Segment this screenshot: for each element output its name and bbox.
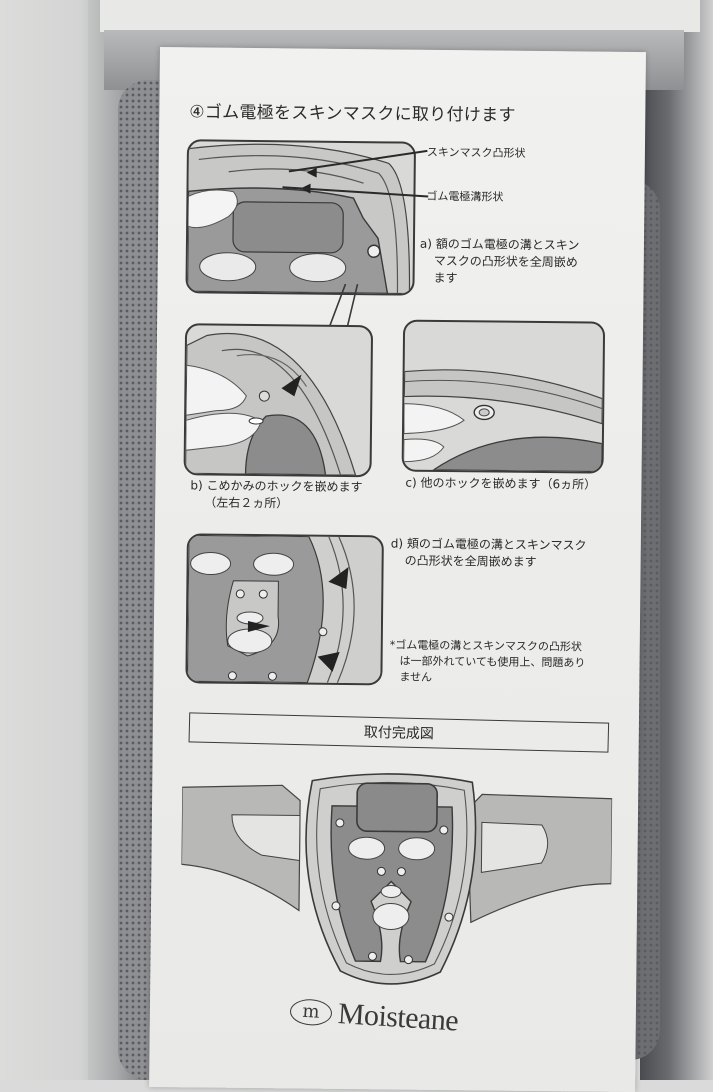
illustration-c-other-hooks	[401, 319, 606, 474]
temple-hook-illustration	[184, 332, 357, 476]
instruction-sheet: ④ゴム電極をスキンマスクに取り付けます スキンマスク凸形状 ゴム電極溝形状 a)…	[149, 47, 646, 1092]
step-title: ④ゴム電極をスキンマスクに取り付けます	[189, 102, 516, 126]
step-c-line1: c) 他のホックを嵌めます（6ヵ所）	[405, 475, 597, 492]
step-d-text: d) 頬のゴム電極の溝とスキンマスク の凸形状を全周嵌めます	[391, 535, 631, 572]
cheek-electrode-illustration	[186, 534, 382, 684]
illustration-a-forehead-electrode	[185, 139, 417, 296]
step-b-line1: b) こめかみのホックを嵌めます	[190, 478, 363, 495]
box-lid-flap	[100, 0, 700, 32]
step-a-line1: a) 額のゴム電極の溝とスキン	[419, 236, 580, 253]
illustration-b-temple-hook	[183, 323, 374, 478]
brand-monogram-icon: m	[289, 998, 333, 1027]
illustration-d-cheek-electrode	[185, 533, 384, 686]
step-d-line2: の凸形状を全周嵌めます	[404, 553, 537, 569]
step-a-line2: マスクの凸形状を全周嵌め	[433, 253, 578, 270]
step-a-text: a) 額のゴム電極の溝とスキン マスクの凸形状を全周嵌め ます	[420, 236, 621, 289]
usage-note: *ゴム電極の溝とスキンマスクの凸形状 は一部外れていても使用上、問題あり ません	[389, 637, 619, 687]
completed-mask-illustration	[180, 759, 613, 993]
completed-mask-drawing	[180, 773, 613, 985]
zoom-connector	[328, 283, 359, 329]
step-d-line1: d) 頬のゴム電極の溝とスキンマスク	[390, 536, 587, 553]
brand-logo-block: m Moisteane	[289, 994, 459, 1039]
forehead-electrode-illustration	[185, 143, 411, 295]
step-b-line2: （左右２ヵ所）	[204, 495, 289, 511]
table-surface	[0, 0, 100, 1080]
callout-convex-shape: スキンマスク凸形状	[426, 145, 526, 160]
step-a-line3: ます	[433, 270, 458, 286]
step-b-text: b) こめかみのホックを嵌めます （左右２ヵ所）	[190, 477, 400, 513]
other-hooks-illustration	[403, 369, 603, 473]
completion-diagram-heading: 取付完成図	[188, 712, 610, 753]
note-line1: *ゴム電極の溝とスキンマスクの凸形状	[389, 638, 582, 654]
callout-groove-shape: ゴム電極溝形状	[426, 189, 504, 204]
note-line3: ません	[399, 670, 433, 684]
brand-name: Moisteane	[336, 997, 460, 1038]
step-c-text: c) 他のホックを嵌めます（6ヵ所）	[405, 475, 635, 494]
